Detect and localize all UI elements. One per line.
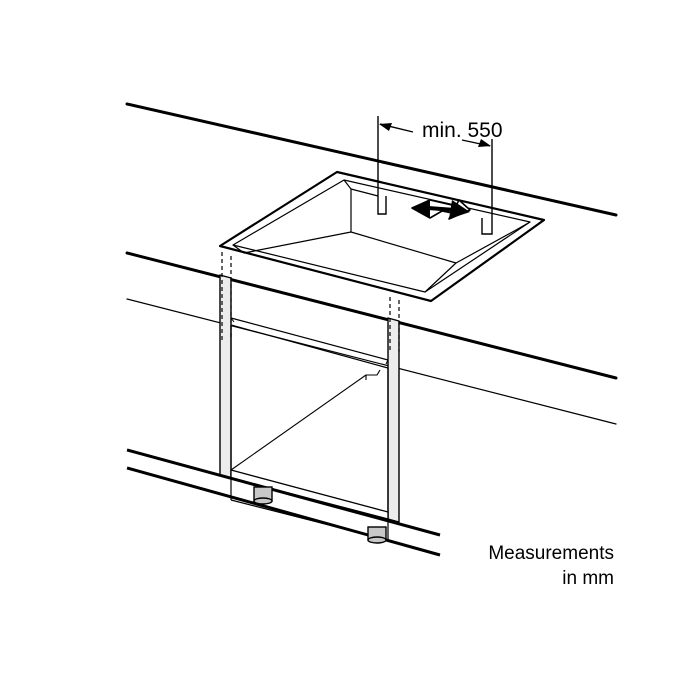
- dimension-label: min. 550: [422, 119, 503, 142]
- dimension-right-extension: [481, 139, 493, 235]
- measurement-note-line2: in mm: [562, 568, 614, 589]
- cabinet-left-panel: [219, 274, 232, 479]
- cabinet-interior-back: [230, 369, 381, 471]
- worktop-bottom-edge: [126, 298, 617, 425]
- worktop-front-edge: [125, 251, 618, 380]
- dimension-left-extension: [377, 116, 387, 215]
- measurement-note-line1: Measurements: [488, 543, 614, 564]
- plinth-top-edge: [126, 448, 441, 537]
- double-arrow-icon: [411, 199, 471, 220]
- cabinet-foot-right: [367, 526, 387, 544]
- cabinet-foot-left: [253, 486, 273, 505]
- worktop: [125, 102, 618, 425]
- cabinet-top-rail: [230, 317, 389, 369]
- alignment-guides: [221, 252, 400, 352]
- dimension-marker: [377, 116, 493, 235]
- dimension-right-arrowhead: [478, 139, 491, 147]
- dimension-left-arrowhead: [379, 123, 392, 131]
- floor-plinth: [126, 448, 441, 557]
- cabinet-feet: [253, 486, 387, 544]
- worktop-cutout: [218, 170, 546, 303]
- cabinet-rail-front: [230, 317, 389, 365]
- cutout-right-wall: [455, 221, 531, 264]
- plinth-bottom-edge: [126, 466, 441, 557]
- worktop-back-edge: [125, 102, 618, 217]
- cutout-back-face-ledge: [350, 188, 379, 197]
